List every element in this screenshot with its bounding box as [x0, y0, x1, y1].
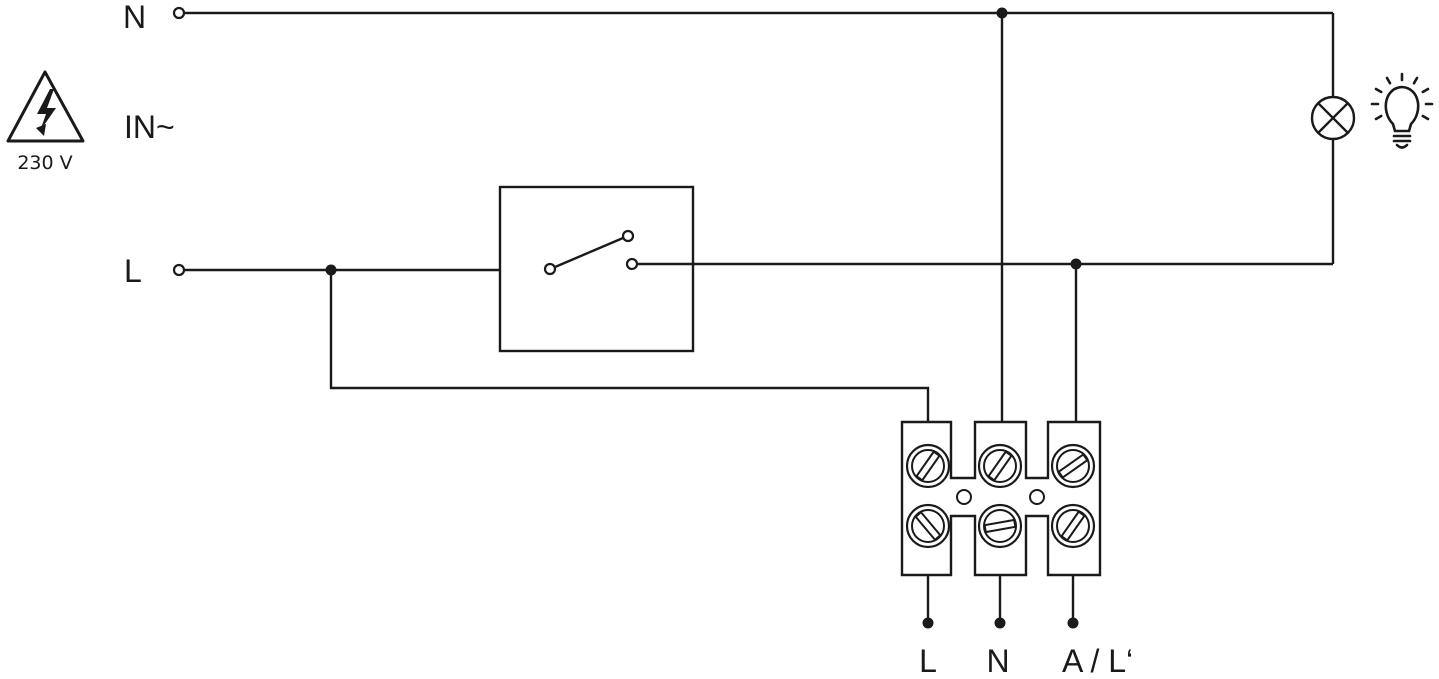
mounting-hole: [956, 489, 972, 505]
line-input-terminal: [172, 263, 186, 277]
terminal-label-a: A / L‘: [1062, 643, 1133, 679]
mounting-hole: [1029, 489, 1045, 505]
high-voltage-warning-icon: [6, 70, 85, 143]
screw-a-top: [1050, 443, 1096, 489]
neutral-input-terminal: [172, 6, 186, 20]
single-pole-switch: [498, 185, 695, 353]
screw-l-top: [905, 443, 951, 489]
lamp-symbol: [1310, 95, 1356, 141]
light-bulb-icon: [1370, 72, 1434, 149]
neutral-wire: [184, 7, 1335, 422]
screw-l-bottom: [905, 503, 951, 549]
neutral-label: N: [123, 0, 146, 35]
screw-n-top: [977, 443, 1023, 489]
switched-live-wire: [637, 139, 1335, 422]
line-wire: [184, 264, 930, 422]
voltage-label: 230 V: [17, 152, 72, 174]
terminal-label-n: N: [986, 643, 1009, 679]
line-label: L: [124, 253, 142, 289]
terminal-label-l: L: [919, 643, 937, 679]
terminal-block: [900, 420, 1102, 577]
screw-n-bottom: [977, 503, 1023, 549]
input-label: IN~: [124, 109, 175, 145]
output-leads: [922, 575, 1079, 629]
screw-a-bottom: [1050, 503, 1096, 549]
